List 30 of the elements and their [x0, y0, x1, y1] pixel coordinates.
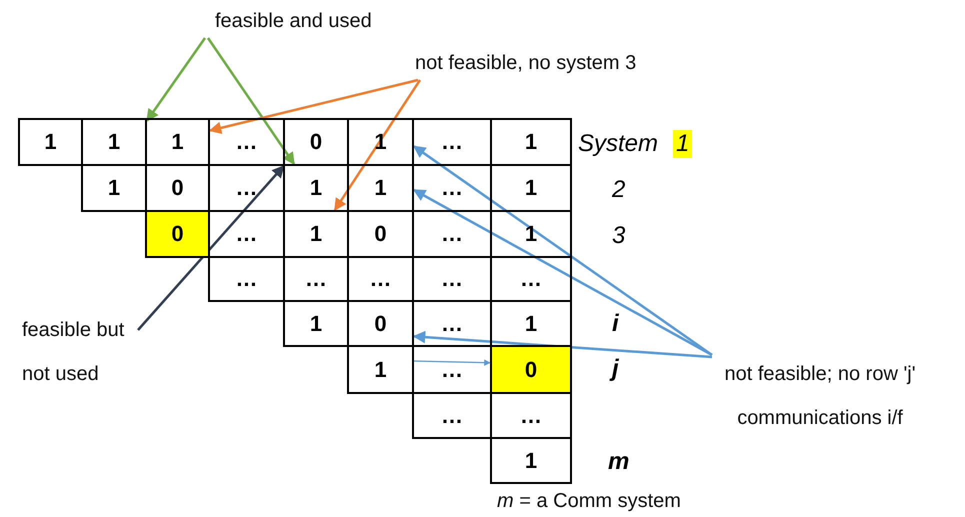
- matrix-cell: 1: [347, 345, 414, 394]
- row-heading: System: [578, 130, 658, 158]
- leader-arrow: [412, 330, 712, 358]
- matrix-cell: …: [208, 256, 285, 302]
- row-number: j: [612, 355, 619, 383]
- annotation-text: feasible but not used: [22, 308, 142, 396]
- leader-arrow: [412, 188, 713, 356]
- leader-arrow: [137, 165, 285, 331]
- matrix-cell: …: [412, 392, 492, 439]
- matrix-cell: 1: [81, 164, 147, 212]
- row-number: m: [608, 448, 630, 476]
- matrix-cell: 1: [18, 118, 83, 166]
- row-number: 2: [612, 176, 626, 204]
- annotation-text: not feasible; no row 'j' communications i/f: [690, 352, 950, 440]
- matrix-cell: 1: [490, 437, 572, 484]
- annotation-text: not feasible, no system 3: [415, 50, 655, 76]
- matrix-cell: 1: [283, 300, 349, 347]
- row-number: 3: [612, 222, 626, 250]
- row-number: i: [612, 310, 619, 338]
- annotation-text: feasible and used: [215, 8, 385, 34]
- leader-arrow: [412, 359, 491, 366]
- leader-arrow: [206, 37, 296, 166]
- caption: m = a Comm system: [497, 489, 682, 514]
- matrix-cell: 1: [490, 118, 572, 166]
- matrix-cell: 0: [490, 345, 572, 394]
- leader-arrow: [334, 79, 422, 212]
- leader-arrow: [208, 78, 418, 134]
- matrix-cell: 0: [145, 210, 210, 258]
- row-number: 1: [673, 130, 692, 158]
- leader-arrow: [146, 37, 206, 122]
